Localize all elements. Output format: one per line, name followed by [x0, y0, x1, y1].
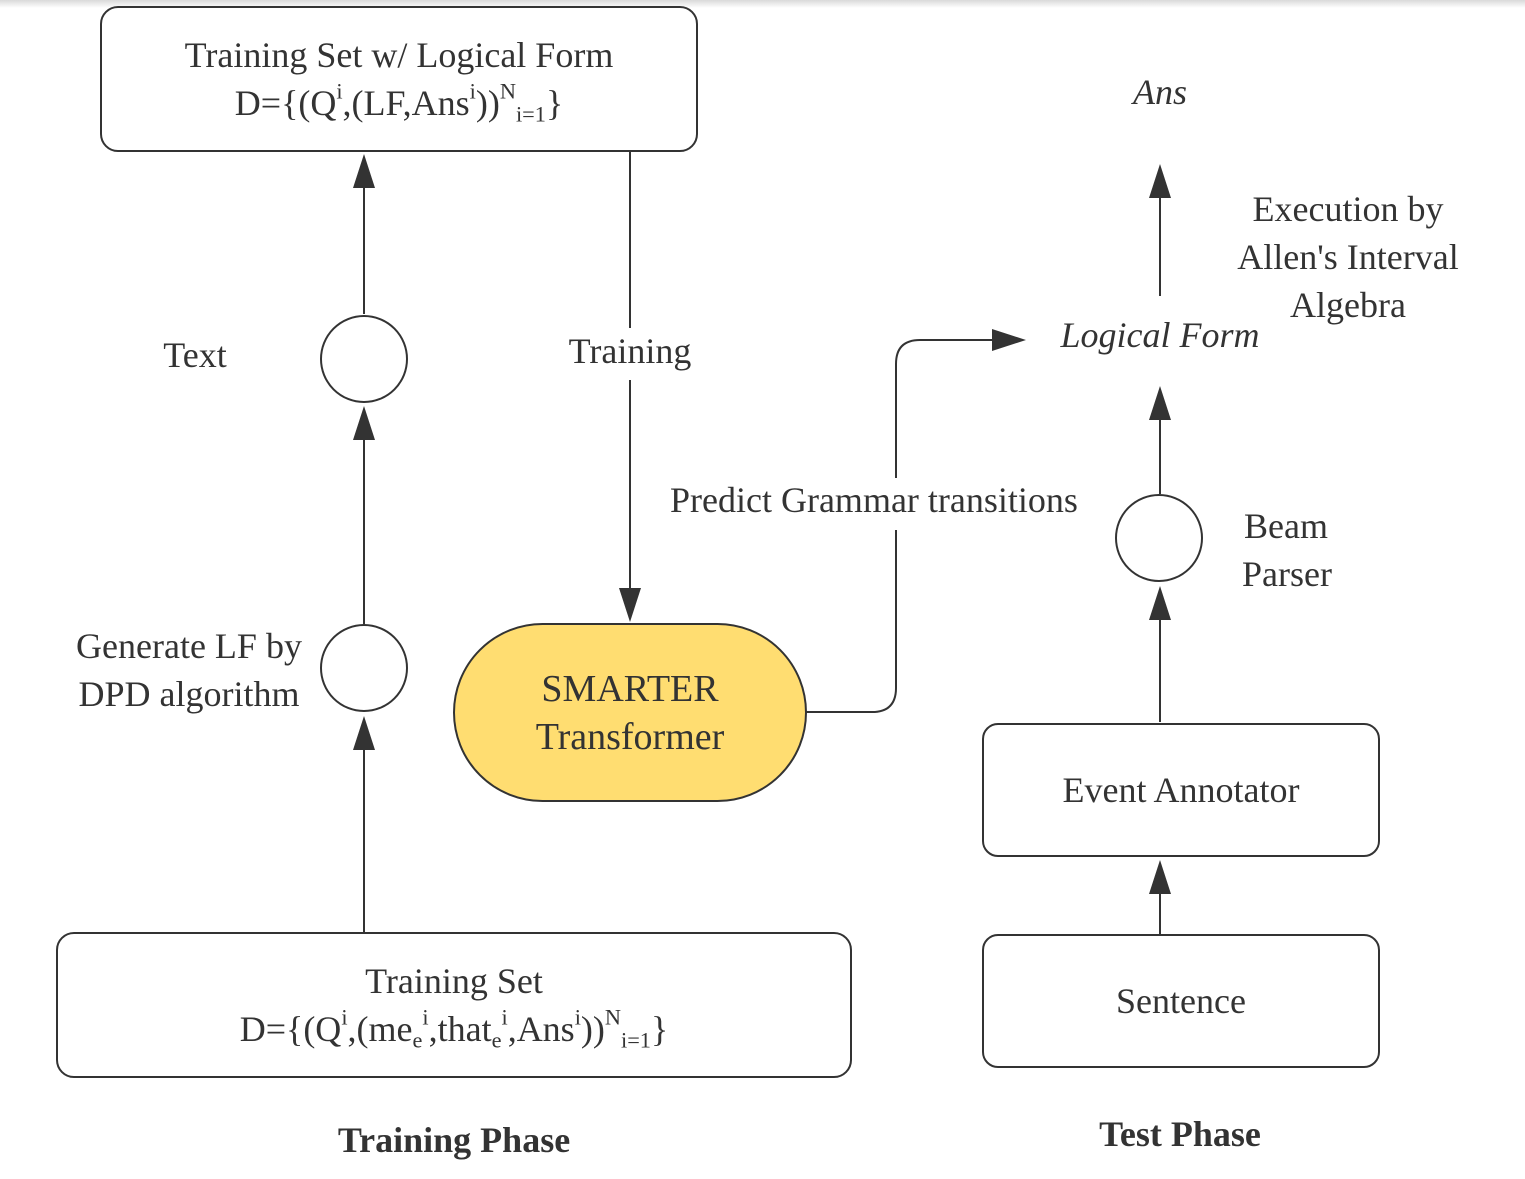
training-set-box[interactable]: Training Set D={(Qi,(meei,thatei,Ansi))N…	[56, 932, 852, 1078]
formula-text: ,that	[428, 1009, 492, 1049]
arrowhead-beam	[1149, 586, 1171, 620]
beam-parser-label-line2: Parser	[1242, 554, 1332, 594]
training-set-lf-title: Training Set w/ Logical Form	[184, 35, 614, 75]
formula-sup: N	[499, 78, 516, 104]
training-set-with-logical-form-box[interactable]: Training Set w/ Logical Form D={(Qi,(LF,…	[100, 6, 698, 152]
formula-sup: i	[469, 78, 476, 104]
generate-lf-node[interactable]	[320, 624, 408, 712]
arrowhead-ans	[1149, 164, 1171, 198]
execution-label-line1: Execution by	[1252, 189, 1444, 229]
formula-sup: N	[604, 1004, 622, 1030]
predict-grammar-transitions-label: Predict Grammar transitions	[670, 480, 1078, 520]
formula-text: D={(Q	[239, 1009, 342, 1049]
formula-sub: e	[412, 1027, 423, 1053]
formula-text: ))	[475, 83, 500, 123]
arrowhead-topbox	[353, 154, 375, 188]
text-node-label: Text	[163, 335, 227, 375]
formula-text: }	[650, 1009, 669, 1049]
formula-text: D={(Q	[234, 83, 337, 123]
beam-parser-node[interactable]	[1115, 494, 1203, 582]
event-annotator-label: Event Annotator	[1062, 770, 1300, 810]
edge-predict-lower	[806, 530, 897, 713]
text-node[interactable]	[320, 315, 408, 403]
arrowhead-text	[353, 406, 375, 440]
arrowhead-annotator	[1149, 860, 1171, 894]
sentence-box[interactable]: Sentence	[982, 934, 1380, 1068]
training-set-lf-formula: D={(Qi,(LF,Ansi))Ni=1}	[235, 79, 563, 127]
test-phase-title: Test Phase	[1099, 1114, 1261, 1154]
ans-label: Ans	[1133, 72, 1187, 112]
formula-sup: i	[501, 1004, 508, 1030]
formula-sub: i=1	[621, 1027, 651, 1053]
smarter-label: SMARTER	[541, 667, 719, 710]
formula-sub: i=1	[515, 101, 546, 127]
formula-sub: e	[491, 1027, 502, 1053]
arrowhead-logical-form-up	[1149, 386, 1171, 420]
formula-text: }	[545, 83, 564, 123]
formula-text: ,(me	[347, 1009, 413, 1049]
training-set-formula: D={(Qi,(meei,thatei,Ansi))Ni=1}	[240, 1005, 669, 1053]
top-shadow	[0, 0, 1525, 8]
sentence-label: Sentence	[1116, 981, 1246, 1021]
logical-form-label: Logical Form	[1060, 315, 1260, 355]
formula-text: ))	[580, 1009, 605, 1049]
execution-label: Execution by Allen's Interval Algebra	[1210, 185, 1486, 329]
beam-parser-label: Beam Parser	[1230, 502, 1350, 598]
event-annotator-box[interactable]: Event Annotator	[982, 723, 1380, 857]
formula-sup: i	[422, 1004, 429, 1030]
formula-sup: i	[574, 1004, 581, 1030]
generate-lf-label-line1: Generate LF by	[76, 626, 302, 666]
execution-label-line2: Allen's Interval	[1237, 237, 1459, 277]
training-edge-label: Training	[568, 331, 692, 371]
arrowhead-logical-form-left	[992, 329, 1026, 351]
transformer-label: Transformer	[535, 715, 725, 758]
execution-label-line3: Algebra	[1290, 285, 1406, 325]
generate-lf-label-line2: DPD algorithm	[78, 674, 300, 714]
formula-sup: i	[336, 78, 343, 104]
arrowhead-smarter	[619, 588, 641, 622]
training-set-title: Training Set	[365, 961, 543, 1001]
smarter-transformer-node[interactable]: SMARTER Transformer	[453, 623, 807, 802]
training-phase-title: Training Phase	[337, 1120, 571, 1160]
formula-sup: i	[341, 1004, 348, 1030]
formula-text: ,(LF,Ans	[342, 83, 470, 123]
beam-parser-label-line1: Beam	[1244, 506, 1328, 546]
arrowhead-generate	[353, 716, 375, 750]
generate-lf-label: Generate LF by DPD algorithm	[56, 622, 322, 718]
edge-predict-upper	[895, 339, 992, 478]
formula-text: ,Ans	[507, 1009, 575, 1049]
